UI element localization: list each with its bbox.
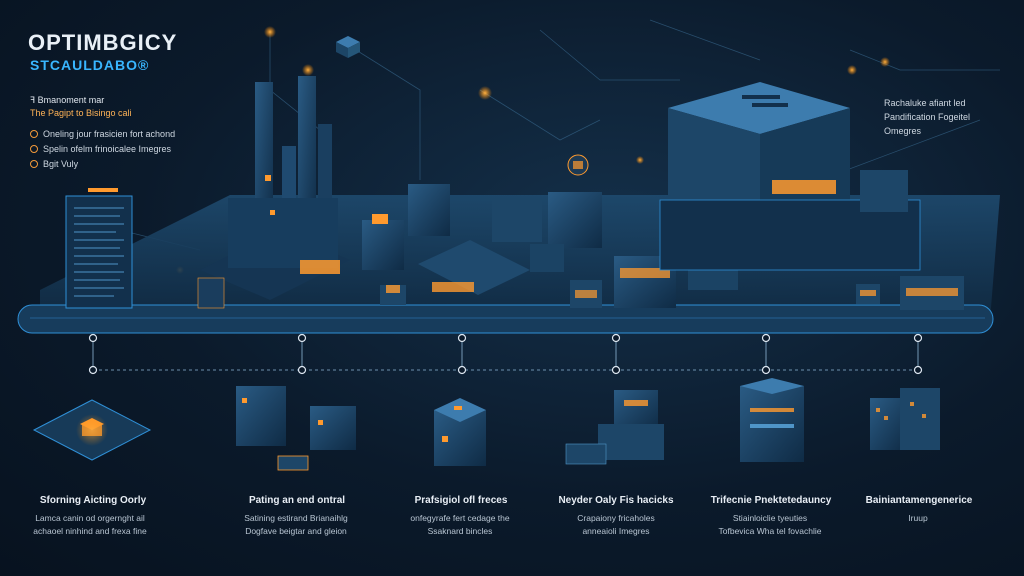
stage-icon-3 xyxy=(434,398,486,466)
timeline-nodes xyxy=(88,333,923,375)
tower-cluster xyxy=(197,76,350,309)
stage-6-desc: Iruup xyxy=(838,512,998,525)
stage-1-desc-line-2: achaoel ninhind and frexa fine xyxy=(33,526,147,536)
stage-5-title: Trifecnie Pnektetedauncy xyxy=(710,495,832,506)
stage-5-desc-line-2: Tofbevica Wha tel fovachlie xyxy=(718,526,822,536)
glow-dots xyxy=(176,26,890,274)
bullet-dot-icon xyxy=(30,145,38,153)
stage-4-title: Neyder Oaly Fis hacicks xyxy=(558,495,674,506)
stage-icon-4 xyxy=(565,390,664,465)
page-title: OPTIMBGICY xyxy=(28,30,178,55)
timeline xyxy=(92,336,919,371)
callout-text: Rachaluke afiant led Pandification Fogei… xyxy=(884,96,970,138)
stage-5-desc: Stiainloiclie tyeuties Tofbevica Wha tel… xyxy=(690,512,850,538)
intro-text: ꟻ Bmanoment mar The Pagipt to Bisingo ca… xyxy=(30,94,132,120)
callout-line-2: Pandification Fogeitel xyxy=(884,112,971,122)
stage-1-desc: Lamca canin od orgernght ail achaoel nin… xyxy=(10,512,170,538)
stage-3-desc: onfegyrafe fert cedage the Ssaknard binc… xyxy=(380,512,540,538)
stage-1-title: Sforning Aicting Oorly xyxy=(39,495,147,506)
stage-2-desc-line-1: Satining estirand Brianaihlg xyxy=(244,513,348,523)
page-subtitle: STCAULDABO® xyxy=(30,57,150,73)
intro-line-2: The Pagipt to Bisingo cali xyxy=(30,108,132,118)
stage-2-desc-line-2: Dogfave beigtar and gleion xyxy=(245,526,347,536)
stage-2-title: Pating an end ontral xyxy=(248,495,346,506)
bullet-item: Oneling jour frasicien fort achond xyxy=(30,129,175,139)
stage-5-desc-line-1: Stiainloiclie tyeuties xyxy=(732,513,808,523)
stage-6-desc-line-1: Iruup xyxy=(908,513,928,523)
stage-3-desc-line-1: onfegyrafe fert cedage the xyxy=(410,513,510,523)
stage-icon-2 xyxy=(236,386,356,471)
stage-2-desc: Satining estirand Brianaihlg Dogfave bei… xyxy=(216,512,376,538)
floating-cube xyxy=(567,154,589,176)
bullet-label: Oneling jour frasicien fort achond xyxy=(43,129,176,139)
stage-4-desc-line-2: anneaioli Imegres xyxy=(582,526,650,536)
intro-line-1: ꟻ Bmanoment mar xyxy=(30,95,105,105)
bullet-dot-icon xyxy=(30,130,38,138)
stage-icon-6 xyxy=(870,388,940,450)
stage-icon-5 xyxy=(740,378,804,462)
server-panel xyxy=(65,188,133,309)
bullet-dot-icon xyxy=(30,160,38,168)
bullet-label: Spelin ofelm frinoicalee Imegres xyxy=(43,144,172,154)
bullet-item: Spelin ofelm frinoicalee Imegres xyxy=(30,144,171,154)
bullet-item: Bgit Vuly xyxy=(30,159,78,169)
stage-4-desc: Crapaiony fricaholes anneaioli Imegres xyxy=(536,512,696,538)
bullet-label: Bgit Vuly xyxy=(43,159,79,169)
stage-6-title: Bainiantamengenerice xyxy=(865,495,973,506)
callout-line-1: Rachaluke afiant led xyxy=(884,98,966,108)
stage-4-desc-line-1: Crapaiony fricaholes xyxy=(577,513,655,523)
callout-line-3: Omegres xyxy=(884,126,922,136)
stage-3-title: Prafsigiol ofl freces xyxy=(414,495,508,506)
data-center xyxy=(659,82,964,310)
mid-buildings xyxy=(362,184,738,308)
stage-icon-1 xyxy=(32,399,152,461)
stage-3-desc-line-2: Ssaknard bincles xyxy=(427,526,493,536)
floating-cube xyxy=(336,36,360,58)
stage-1-desc-line-1: Lamca canin od orgernght ail xyxy=(35,513,145,523)
